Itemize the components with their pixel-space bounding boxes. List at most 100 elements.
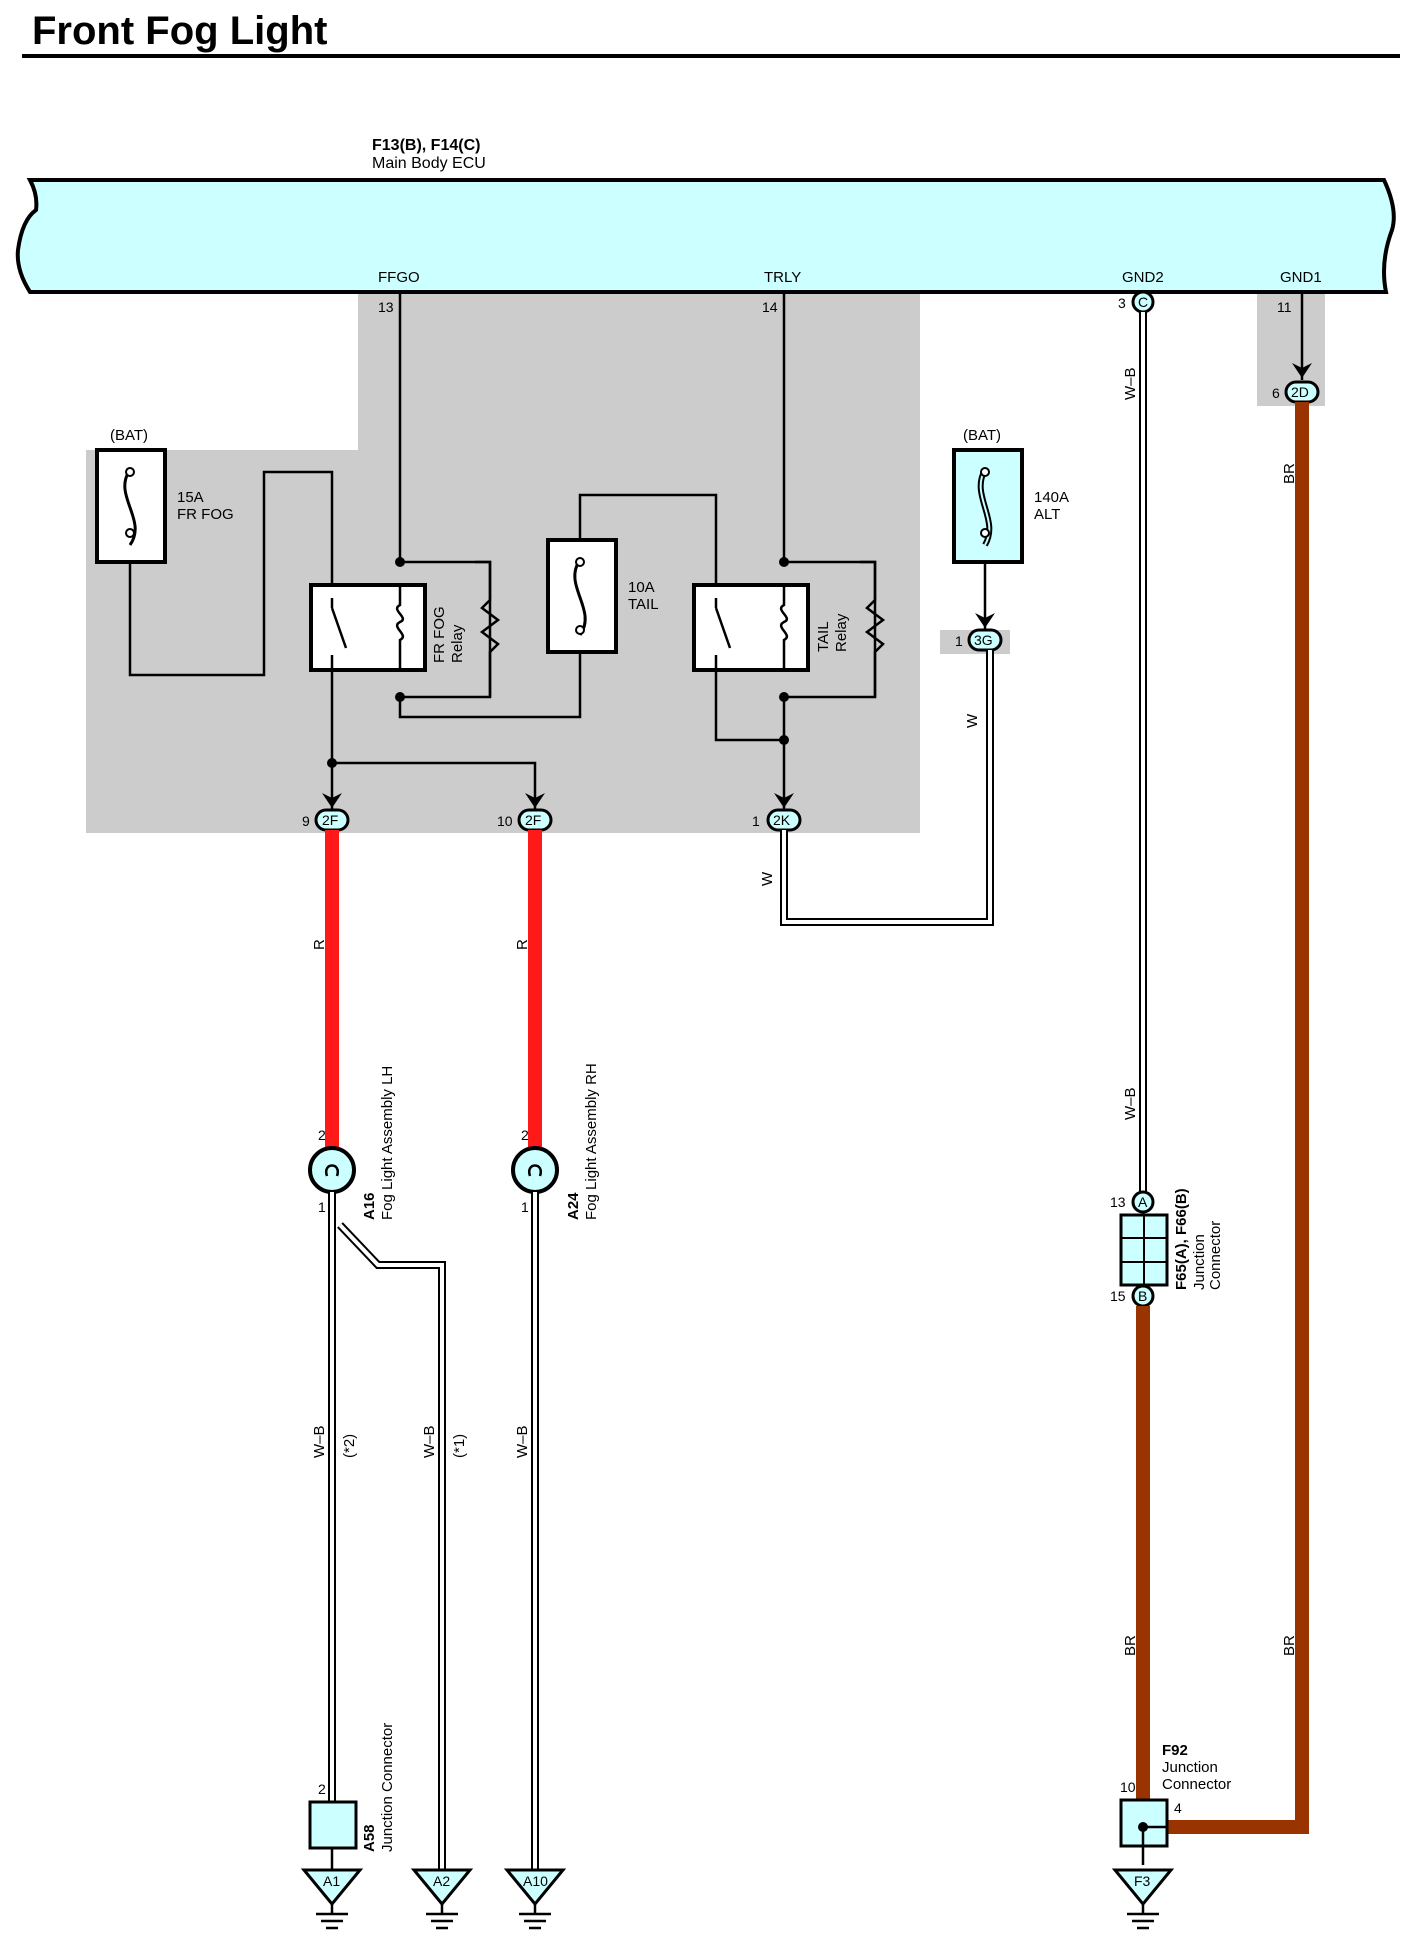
pin-9: 9 [302,813,310,829]
fuse-tail-name: TAIL [628,596,659,613]
fuse-fr-fog [95,448,167,564]
fuse-alt-name: ALT [1034,506,1060,523]
ground-a2: A2 [410,1868,474,1930]
wire-label-wb-gnd2-bottom: W–B [1122,1087,1139,1120]
ground-a1: A1 [300,1868,364,1930]
bat-label-left: (BAT) [110,427,148,444]
connector-3g-1: 3G [967,628,1003,652]
fog-rh-code: A24 [565,1192,582,1220]
fog-lh-name: Fog Light Assembly LH [379,1066,396,1220]
svg-text:A2: A2 [433,1873,450,1889]
svg-text:2K: 2K [773,812,791,828]
connector-2f-10: 2F [517,808,553,832]
ecu-code: F13(B), F14(C) [372,137,480,154]
fuse-alt-rating: 140A [1034,489,1069,506]
ecu-terminal-ffgo: FFGO [378,269,420,286]
wire-label-w-tail: W [759,871,776,886]
fr-fog-relay [309,560,501,697]
fog-lh-code: A16 [361,1192,378,1220]
gnd2-conn-c-label: C [1138,294,1148,310]
ground-a10: A10 [503,1868,567,1930]
wire-wb-lh-a2 [337,1222,446,1870]
fog-light-lh [308,1146,356,1194]
svg-text:F3: F3 [1134,1873,1151,1889]
f92-line2: Connector [1162,1776,1231,1793]
wire-label-br-gnd1-bottom: BR [1281,1635,1298,1656]
pin-6-2d: 6 [1272,385,1280,401]
connector-2d-6: 2D [1284,380,1320,404]
relay-wiring [128,292,1304,810]
junction-connector-f65: A B [1119,1190,1169,1308]
tail-relay-label-1: TAIL [815,621,832,652]
connector-arrows [322,363,1312,808]
fog-light-rh [511,1146,559,1194]
page-title: Front Fog Light [32,9,327,53]
tail-relay-label-2: Relay [833,613,850,652]
connector-2f-9: 2F [314,808,350,832]
junction-dots [327,557,789,768]
jc-f65-line1: Junction [1191,1234,1208,1290]
fog-lh-pin-bottom: 1 [318,1199,326,1215]
fog-relay-label-1: FR FOG [431,606,448,663]
fuse-fog-name: FR FOG [177,506,234,523]
f92-pin-right: 4 [1174,1800,1182,1816]
svg-text:2F: 2F [322,812,338,828]
wire-note-2: (*2) [341,1434,358,1458]
fog-lh-pin-top: 2 [318,1127,326,1143]
a58-name: Junction Connector [379,1723,396,1852]
fog-rh-pin-top: 2 [521,1127,529,1143]
f92-pin-left: 10 [1120,1779,1136,1795]
wire-white-alt-loop-core [782,650,992,924]
wire-label-br-gnd1-top: BR [1281,463,1298,484]
f92-line1: Junction [1162,1759,1218,1776]
svg-text:A10: A10 [523,1873,548,1889]
wire-label-wb-lh: W–B [311,1425,328,1458]
pin-3-gnd2: 3 [1118,295,1126,311]
wire-label-r2: R [514,939,531,950]
junction-connector-f92 [1119,1798,1169,1865]
a58-pin: 2 [318,1781,326,1797]
wire-label-br-f92: BR [1122,1635,1139,1656]
jc-f65-code: F65(A), F66(B) [1173,1188,1190,1290]
pin-10: 10 [497,813,513,829]
pin-13-ffgo: 13 [378,299,394,315]
ecu-terminal-gnd2: GND2 [1122,269,1164,286]
tail-relay [692,560,886,697]
bat-label-right: (BAT) [963,427,1001,444]
fog-relay-label-2: Relay [449,624,466,663]
pin-1-2k: 1 [752,813,760,829]
fog-rh-pin-bottom: 1 [521,1199,529,1215]
pin-14-trly: 14 [762,299,778,315]
wire-label-w-alt: W [964,713,981,728]
relay-block-shade [86,290,920,833]
fog-rh-name: Fog Light Assembly RH [583,1063,600,1220]
svg-text:3G: 3G [974,632,993,648]
fuse-alt [952,448,1024,564]
wire-label-wb-gnd2-top: W–B [1122,367,1139,400]
fuse-tail [546,538,618,654]
svg-text:2D: 2D [1291,384,1309,400]
wire-note-1: (*1) [451,1434,468,1458]
svg-text:B: B [1138,1288,1147,1304]
svg-text:A1: A1 [323,1873,340,1889]
wire-br-gnd1 [1168,402,1309,1834]
junction-connector-a58 [308,1800,358,1850]
jc-f65-pin-a: 13 [1110,1194,1126,1210]
svg-text:A: A [1138,1194,1148,1210]
f92-code: F92 [1162,1742,1188,1759]
ecu-name: Main Body ECU [372,155,486,172]
connector-2k-1: 2K [766,808,802,832]
wire-label-wb-rh: W–B [514,1425,531,1458]
ground-f3: F3 [1111,1868,1175,1930]
a58-code: A58 [361,1824,378,1852]
main-body-ecu [15,178,1396,294]
ecu-terminal-trly: TRLY [764,269,801,286]
fuse-tail-rating: 10A [628,579,655,596]
svg-text:2F: 2F [525,812,541,828]
pin-1-3g: 1 [955,633,963,649]
wire-label-wb-lh-alt: W–B [421,1425,438,1458]
jc-f65-line2: Connector [1207,1221,1224,1290]
wire-label-r1: R [311,939,328,950]
ecu-terminal-gnd1: GND1 [1280,269,1322,286]
